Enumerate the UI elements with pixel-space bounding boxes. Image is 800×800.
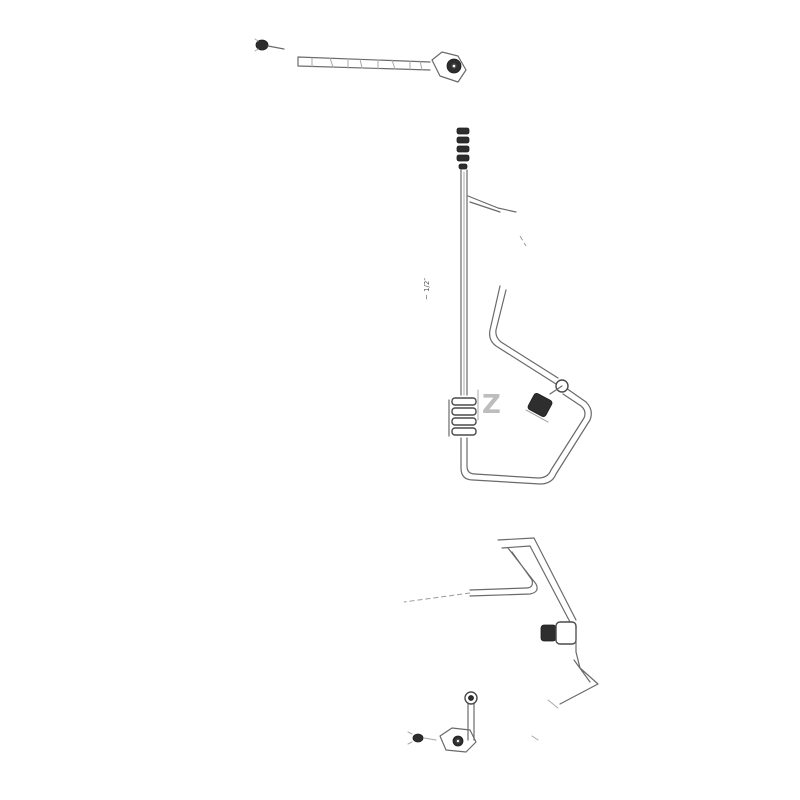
flare-nut-icon xyxy=(464,691,478,705)
lower-diagonal xyxy=(559,651,599,705)
top-hose xyxy=(297,56,431,71)
grommet-icon xyxy=(456,127,470,170)
bracket-clip-icon xyxy=(540,621,577,653)
flare-nut-icon xyxy=(254,38,285,52)
upper-branch xyxy=(467,195,517,213)
top-line-assembly xyxy=(254,38,467,83)
section-mark: Z xyxy=(482,390,501,420)
grommet-icon xyxy=(448,397,477,437)
lower-loop xyxy=(460,387,592,485)
mounting-bracket-icon xyxy=(431,51,467,83)
diagonal-pipe xyxy=(489,285,559,385)
hose-crimp-marks xyxy=(311,57,423,71)
lower-bend-pipe xyxy=(469,537,577,623)
main-vertical-pipe xyxy=(460,169,468,396)
flare-nut-icon xyxy=(407,731,437,745)
bracket-clip-icon xyxy=(525,379,569,423)
length-note: ~ 1/2″ xyxy=(423,278,431,300)
lower-extension xyxy=(403,592,471,603)
lower-vertical-stub xyxy=(467,699,475,741)
main-line-assembly: ~ 1/2″ Z xyxy=(423,127,592,485)
lower-line-assembly xyxy=(403,537,599,753)
mounting-bracket-icon xyxy=(439,727,477,753)
